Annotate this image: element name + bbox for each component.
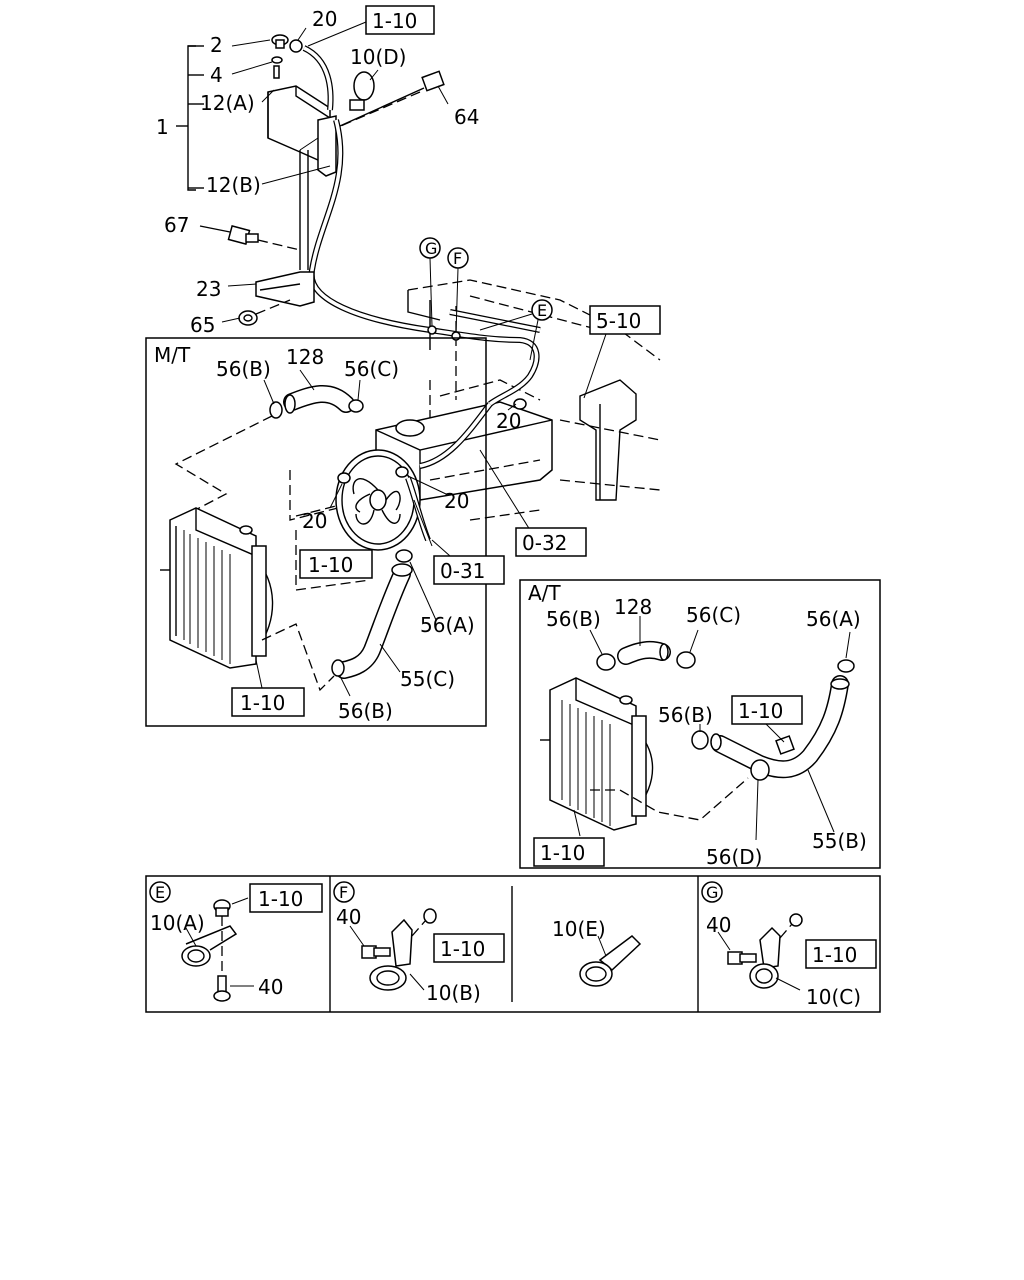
label-64: 64 [454,105,479,129]
callout-f-main: F [447,247,469,341]
label-55c: 55(C) [400,667,455,691]
detail-e-label-10a: 10(A) [150,911,205,935]
detail-f-10e [579,935,642,987]
detail-e-callout: E [155,883,165,902]
mt-parts [160,369,531,697]
clamp-56c-at [676,651,696,669]
detail-g-label-40: 40 [706,913,731,937]
detail-f-callout: F [339,883,348,902]
detail-g-label-10c: 10(C) [806,985,861,1009]
clamp-20-top [289,39,303,53]
at-section-title: A/T [528,581,561,605]
clamp-56b-at-bottom [691,730,709,750]
radiator-mt [160,507,274,669]
label-2: 2 [210,33,223,57]
at-section-frame [519,579,881,869]
detail-e-ref-1-10: 1-10 [258,887,303,911]
detail-e: E [149,881,254,1002]
bracket-12b [317,115,337,177]
ref-0-31: 0-31 [440,559,485,583]
label-23: 23 [196,277,221,301]
ref-1-10-at-bolt: 1-10 [738,699,783,723]
detail-f-label-40: 40 [336,905,361,929]
bolt-67 [199,224,301,251]
bracket-23 [255,271,315,307]
label-55b: 55(B) [812,829,867,853]
detail-panels-frame [145,875,881,1013]
label-128-at: 128 [614,595,652,619]
label-56c-mt: 56(C) [344,357,399,381]
clamp-56a-at [837,659,855,673]
detail-f: F [333,881,437,991]
svg-text:E: E [537,301,547,320]
cooling-fan-mt [335,449,421,551]
detail-f-label-10b: 10(B) [426,981,481,1005]
label-67: 67 [164,213,189,237]
detail-g-ref-1-10: 1-10 [812,943,857,967]
svg-text:G: G [425,239,437,258]
detail-f-ref-1-10: 1-10 [440,937,485,961]
ref-1-10-mt-radiator: 1-10 [240,691,285,715]
clamp-56b-mt-bottom [331,659,345,677]
label-56b-mt-top: 56(B) [216,357,271,381]
label-20-mt-left: 20 [302,509,327,533]
label-1: 1 [156,115,169,139]
detail-g: G [701,881,803,991]
label-20-top: 20 [312,7,337,31]
label-12a: 12(A) [200,91,255,115]
radiator-at [540,677,654,831]
label-56a-mt: 56(A) [420,613,475,637]
label-4: 4 [210,63,223,87]
mt-section-title: M/T [154,343,191,367]
label-56d: 56(D) [706,845,762,869]
label-65: 65 [190,313,215,337]
clamp-56b-mt-top [269,401,283,419]
detail-f-label-10e: 10(E) [552,917,606,941]
label-10d: 10(D) [350,45,406,69]
detail-g-callout: G [706,883,718,902]
label-56b-at-bottom: 56(B) [658,703,713,727]
callout-e-main: E [479,299,553,361]
at-parts [540,616,855,841]
ref-5-10: 5-10 [596,309,641,333]
label-56a-at: 56(A) [806,607,861,631]
band-clamp-10d [353,71,375,101]
ref-1-10-top: 1-10 [372,9,417,33]
ref-1-10-at-radiator: 1-10 [540,841,585,865]
reservoir-assembly [176,27,449,333]
detail-e-label-40: 40 [258,975,283,999]
nut-65 [238,299,291,326]
mt-section-frame [145,337,487,727]
label-20-mt-right: 20 [444,489,469,513]
label-56b-at-top: 56(B) [546,607,601,631]
ref-0-32: 0-32 [522,531,567,555]
clamp-56d [750,759,770,781]
label-128-mt: 128 [286,345,324,369]
svg-text:F: F [453,249,462,268]
engine-frame [289,279,661,521]
clamp-56c-mt-top [348,399,364,413]
clamp-56a-mt [395,549,413,563]
ref-1-10-mt-fan: 1-10 [308,553,353,577]
label-56b-mt-bottom: 56(B) [338,699,393,723]
label-12b: 12(B) [206,173,261,197]
label-20-right: 20 [496,409,521,433]
clamp-56b-at-top [596,653,616,671]
label-56c-at: 56(C) [686,603,741,627]
callout-g-main: G [419,237,441,335]
